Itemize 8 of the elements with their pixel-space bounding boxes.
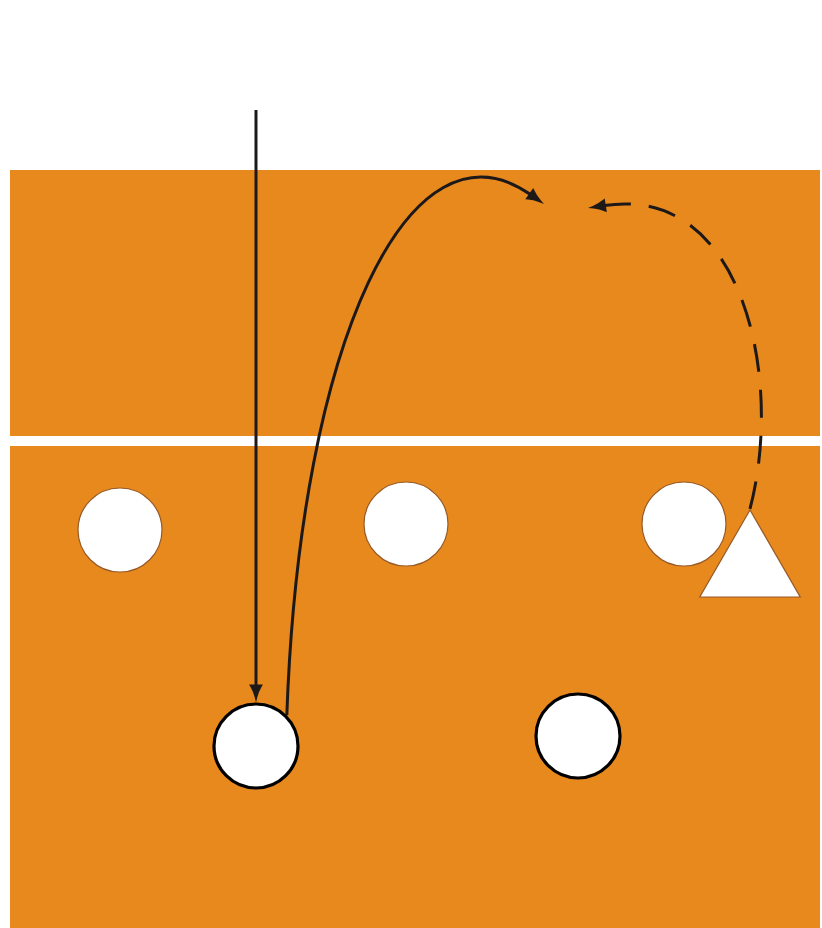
player-circle — [641, 481, 727, 567]
player-circle — [534, 692, 622, 780]
arrow — [592, 199, 763, 510]
player-circle — [77, 487, 163, 573]
player-circle — [363, 481, 449, 567]
arrow — [285, 176, 541, 716]
player-circle — [212, 702, 300, 790]
arrow — [250, 110, 262, 698]
